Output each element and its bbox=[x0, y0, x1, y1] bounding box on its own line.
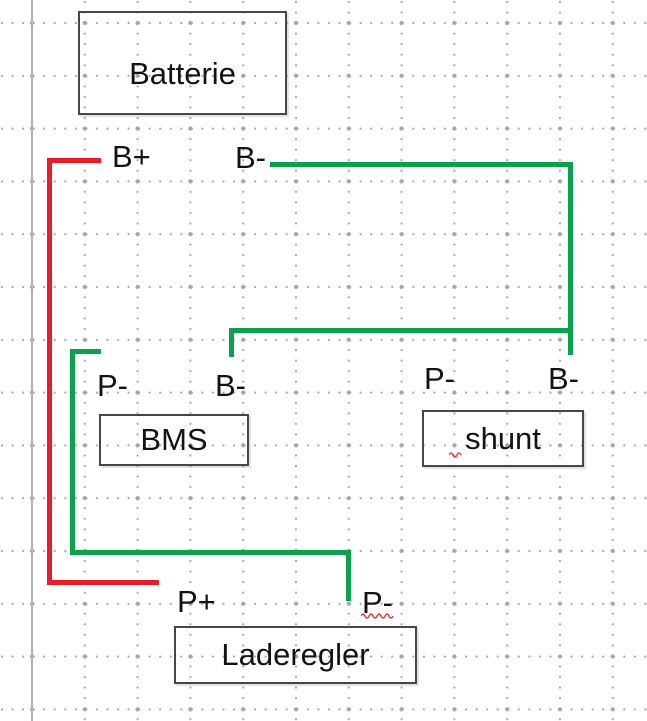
wire-green-left-vertical[interactable] bbox=[70, 349, 75, 555]
page-margin-line bbox=[31, 0, 33, 721]
box-laderegler[interactable]: Laderegler bbox=[174, 626, 417, 684]
box-bms[interactable]: BMS bbox=[99, 414, 249, 466]
pin-label-bms-bminus[interactable]: B- bbox=[215, 368, 246, 403]
wire-red-bplus-stub[interactable] bbox=[47, 158, 101, 163]
pin-label-batterie-bminus[interactable]: B- bbox=[235, 140, 266, 175]
pin-label-bms-pminus[interactable]: P- bbox=[97, 368, 128, 403]
wire-red-pplus-stub[interactable] bbox=[47, 580, 159, 585]
box-batterie[interactable]: Batterie bbox=[78, 11, 287, 115]
wire-green-pminus-stub[interactable] bbox=[346, 550, 351, 601]
spellcheck-squiggle-shunt bbox=[448, 445, 462, 463]
wire-green-bminus-horizontal[interactable] bbox=[270, 162, 573, 167]
pin-label-batterie-bplus[interactable]: B+ bbox=[112, 139, 151, 174]
wire-green-bms-bminus-stub[interactable] bbox=[229, 328, 234, 357]
wire-green-bms-pminus-stub[interactable] bbox=[70, 349, 101, 354]
wire-green-bottom-horizontal[interactable] bbox=[70, 550, 351, 555]
pin-label-laderegler-pplus[interactable]: P+ bbox=[177, 584, 216, 619]
pin-label-laderegler-pminus[interactable]: P- bbox=[362, 585, 393, 620]
box-shunt[interactable]: shunt bbox=[422, 410, 584, 467]
spellcheck-squiggle-pminus bbox=[360, 606, 394, 624]
box-batterie-label: Batterie bbox=[129, 56, 236, 91]
box-bms-label: BMS bbox=[140, 422, 208, 457]
pin-label-shunt-pminus[interactable]: P- bbox=[424, 361, 455, 396]
wire-green-shunt-vertical[interactable] bbox=[568, 162, 573, 355]
pin-label-shunt-bminus[interactable]: B- bbox=[548, 361, 579, 396]
wire-green-branch-horizontal[interactable] bbox=[229, 328, 573, 333]
wire-red-vertical[interactable] bbox=[47, 158, 52, 585]
box-shunt-label: shunt bbox=[465, 420, 541, 456]
box-laderegler-label: Laderegler bbox=[221, 637, 370, 672]
